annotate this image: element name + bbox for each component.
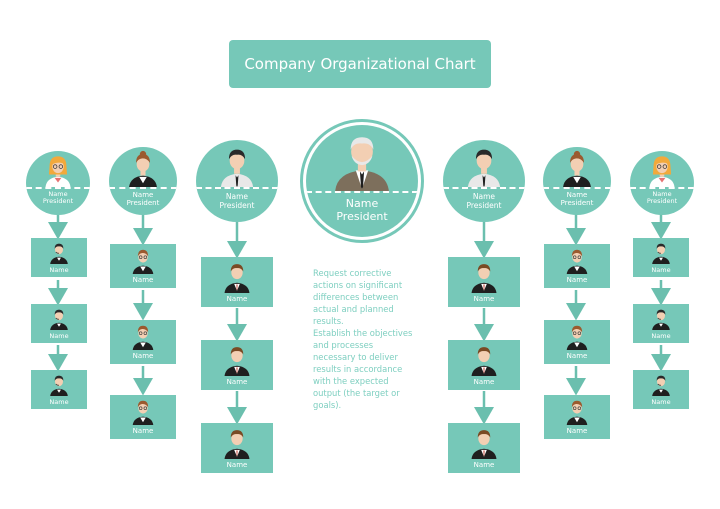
vp-node-2[interactable]: Name President [109,147,177,215]
woman-avatar-icon [649,156,675,187]
headset-man-avatar-icon [652,375,670,396]
vp-2-name: Name [132,191,154,199]
staff-node[interactable]: Name [544,395,610,439]
staff-label: Name [49,332,69,340]
vp-6-role: President [646,197,678,206]
vp-5-name: Name [566,191,588,199]
staff-node[interactable]: Name [31,238,87,277]
man-avatar-icon [467,149,501,187]
woman-glasses-avatar-icon [566,400,588,425]
vp-3-name: Name [225,192,249,201]
staff-label: Name [566,276,588,284]
staff-node[interactable]: Name [201,340,273,390]
man-suit-avatar-icon [471,264,497,293]
staff-label: Name [473,461,495,469]
woman-glasses-avatar-icon [566,325,588,350]
woman-glasses-avatar-icon [132,325,154,350]
node-divider [630,187,694,189]
staff-node[interactable]: Name [544,244,610,288]
staff-label: Name [226,378,248,386]
staff-label: Name [49,398,69,406]
headset-man-avatar-icon [50,309,68,330]
node-divider [306,191,418,193]
staff-node[interactable]: Name [31,304,87,343]
staff-node[interactable]: Name [201,423,273,473]
staff-node[interactable]: Name [110,244,176,288]
staff-label: Name [226,461,248,469]
node-divider [543,187,611,189]
vp-node-6[interactable]: Name President [630,151,694,215]
man-suit-avatar-icon [471,347,497,376]
vp-node-5[interactable]: Name President [543,147,611,215]
headset-man-avatar-icon [50,375,68,396]
staff-node[interactable]: Name [448,340,520,390]
woman-avatar-icon [563,150,591,187]
description-paragraph-1: Request corrective actions on significan… [313,268,403,326]
staff-label: Name [566,427,588,435]
vp-node-4[interactable]: Name President [443,140,525,222]
man-avatar-icon [220,149,254,187]
staff-node[interactable]: Name [544,320,610,364]
vp-3-role: President [219,200,255,210]
node-divider [26,187,90,189]
headset-man-avatar-icon [652,309,670,330]
description-paragraph-2: Establish the objectives and processes n… [313,328,413,410]
staff-node[interactable]: Name [633,238,689,277]
staff-node[interactable]: Name [201,257,273,307]
staff-label: Name [473,295,495,303]
staff-node[interactable]: Name [633,304,689,343]
woman-glasses-avatar-icon [132,249,154,274]
vp-2-role: President [126,199,160,208]
staff-node[interactable]: Name [448,257,520,307]
man-suit-avatar-icon [471,430,497,459]
vp-node-1[interactable]: Name President [26,151,90,215]
president-role: President [336,209,388,223]
headset-man-avatar-icon [652,243,670,264]
elder-man-avatar-icon [335,137,389,191]
staff-node[interactable]: Name [110,395,176,439]
man-suit-avatar-icon [224,430,250,459]
staff-label: Name [226,295,248,303]
description-block: Request corrective actions on significan… [313,267,413,411]
node-divider [443,187,525,189]
vp-4-role: President [466,200,502,210]
staff-label: Name [132,276,154,284]
vp-6-name: Name [652,190,672,198]
woman-glasses-avatar-icon [566,249,588,274]
chart-title: Company Organizational Chart [229,40,491,88]
woman-avatar-icon [129,150,157,187]
vp-4-name: Name [472,192,496,201]
node-divider [109,187,177,189]
staff-label: Name [473,378,495,386]
staff-label: Name [132,427,154,435]
staff-label: Name [132,352,154,360]
staff-node[interactable]: Name [448,423,520,473]
vp-1-role: President [42,197,74,206]
staff-label: Name [651,332,671,340]
headset-man-avatar-icon [50,243,68,264]
woman-avatar-icon [45,156,71,187]
woman-glasses-avatar-icon [132,400,154,425]
staff-node[interactable]: Name [633,370,689,409]
staff-label: Name [566,352,588,360]
staff-node[interactable]: Name [110,320,176,364]
staff-label: Name [651,266,671,274]
node-divider [196,187,278,189]
vp-1-name: Name [48,190,68,198]
man-suit-avatar-icon [224,264,250,293]
man-suit-avatar-icon [224,347,250,376]
staff-label: Name [49,266,69,274]
staff-label: Name [651,398,671,406]
president-name: Name [345,197,379,210]
chart-title-text: Company Organizational Chart [244,55,476,73]
staff-node[interactable]: Name [31,370,87,409]
vp-node-3[interactable]: Name President [196,140,278,222]
president-ring [300,119,424,243]
vp-5-role: President [560,199,594,208]
president-node[interactable]: Name President [306,125,418,237]
